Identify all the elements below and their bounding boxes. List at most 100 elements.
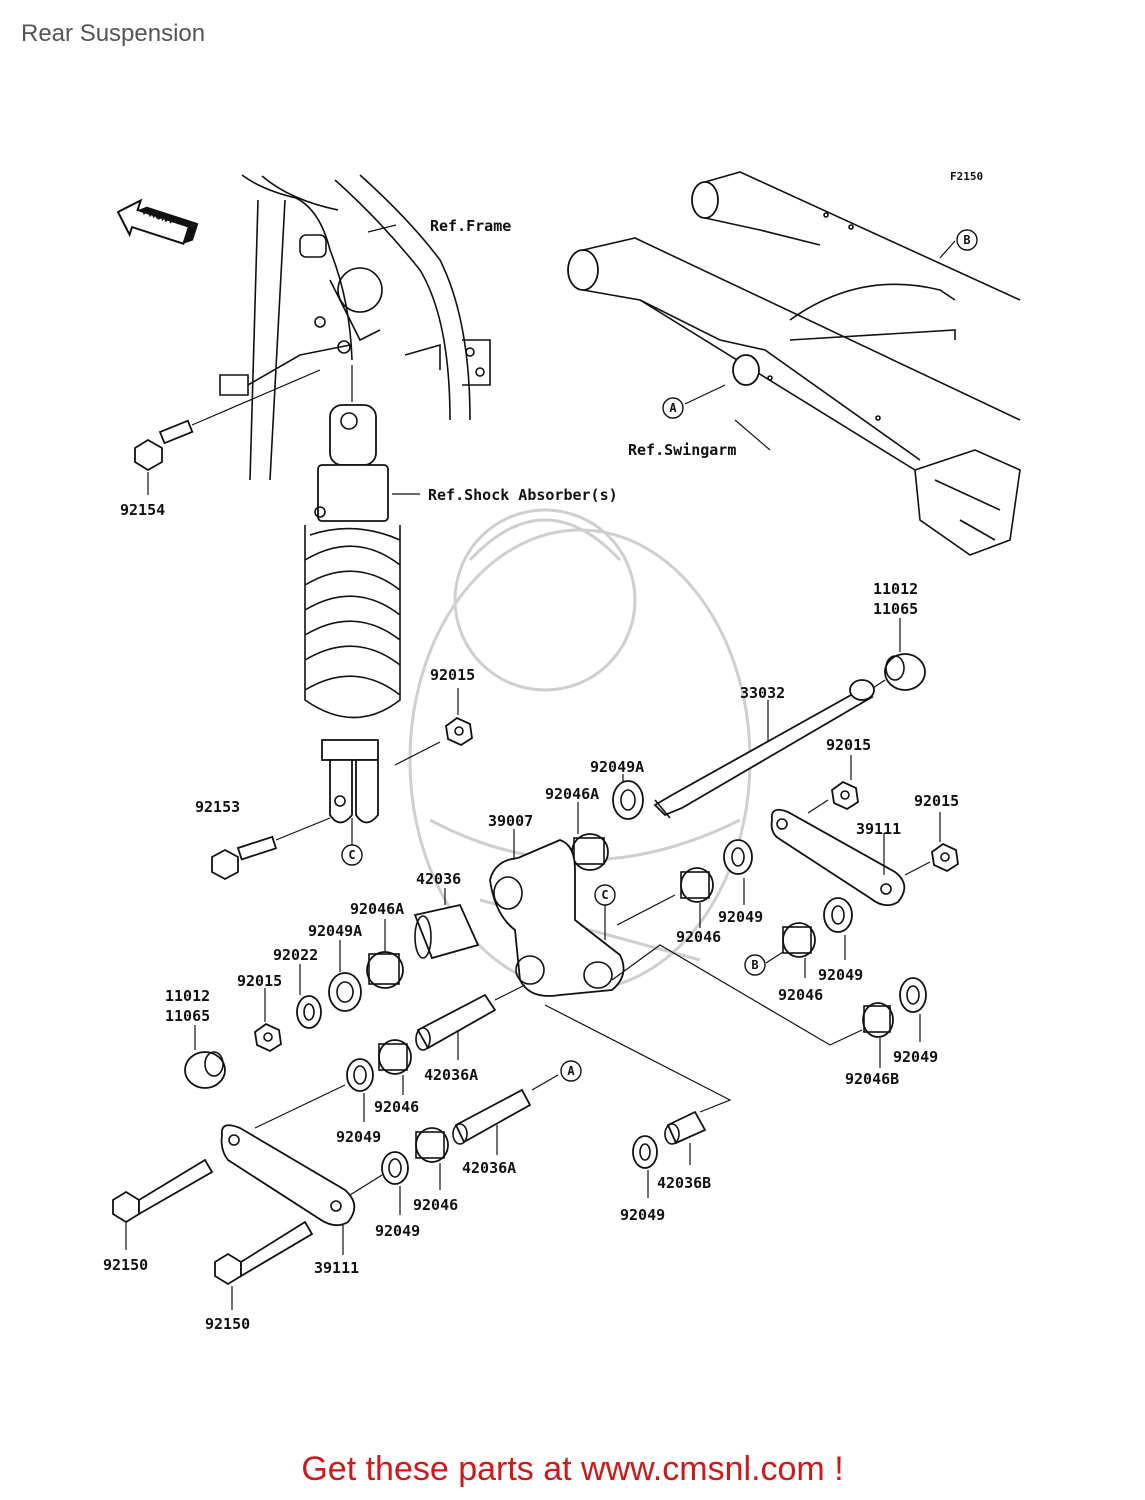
part-39111-upper: 39111 — [856, 820, 901, 838]
bolt-92154-leader — [191, 369, 321, 426]
bearing-92046A-left — [366, 951, 404, 989]
rocker-to-42036B-leader — [544, 1004, 732, 1113]
part-11065-left: 11065 — [165, 1007, 210, 1025]
part-11065-upper: 11065 — [873, 600, 918, 618]
part-92015-right-1: 92015 — [826, 736, 871, 754]
cap-11012-upper — [884, 653, 926, 691]
marker-b-lower-circle — [744, 954, 766, 976]
marker-b-label: B — [963, 233, 970, 247]
part-92015-upper: 92015 — [430, 666, 475, 684]
part-92150-upper: 92150 — [103, 1256, 148, 1274]
marker-a-lower-circle — [560, 1060, 582, 1082]
washer-92049-mid-right — [723, 839, 753, 875]
part-92049A-upper: 92049A — [590, 758, 644, 776]
washer-92049A-left — [328, 972, 362, 1012]
nut-92015-right-1 — [831, 780, 859, 811]
part-92022: 92022 — [273, 946, 318, 964]
part-92046-lower-left: 92046 — [374, 1098, 419, 1116]
part-92154: 92154 — [120, 501, 165, 519]
washer-92049-lower-center-leader — [349, 1174, 383, 1196]
shock-absorber-drawing — [304, 404, 401, 824]
bolt-92153-leader — [275, 817, 331, 841]
bolt-92150-upper — [112, 1158, 214, 1224]
part-92049-bottom-right: 92049 — [620, 1206, 665, 1224]
part-42036B: 42036B — [657, 1174, 711, 1192]
frame-drawing — [219, 174, 491, 481]
part-39111-lower: 39111 — [314, 1259, 359, 1277]
part-11012-upper: 11012 — [873, 580, 918, 598]
ref-swingarm-label: Ref.Swingarm — [628, 441, 736, 459]
part-92049-right: 92049 — [818, 966, 863, 984]
link-plate-39111-upper — [770, 808, 906, 907]
washer-92022 — [296, 995, 322, 1029]
page-title: Rear Suspension — [21, 20, 206, 47]
part-92046-mid-right: 92046 — [676, 928, 721, 946]
part-92046-lower-center: 92046 — [413, 1196, 458, 1214]
part-92049-lower-center: 92049 — [375, 1222, 420, 1240]
washer-92049-right — [823, 897, 853, 933]
link-plate-39111-lower — [220, 1124, 356, 1227]
ref-swingarm-leader — [734, 419, 771, 451]
washer-92049-lower-left — [346, 1058, 374, 1092]
part-92049A-left: 92049A — [308, 922, 362, 940]
nut-92015-upper-leader — [394, 741, 441, 766]
link-lower-to-washer-leader — [254, 1084, 346, 1129]
part-42036A-middle: 42036A — [424, 1066, 478, 1084]
nut-92015-upper — [445, 716, 473, 747]
bolt-92154 — [134, 419, 194, 472]
marker-b-leader — [939, 240, 956, 259]
ref-frame-label: Ref.Frame — [430, 217, 511, 235]
marker-c-shock-circle — [341, 844, 363, 866]
bearing-92046B — [862, 1002, 894, 1038]
marker-b-lower-label: B — [751, 958, 758, 972]
nut-92015-left — [254, 1022, 282, 1053]
part-39007: 39007 — [488, 812, 533, 830]
bearing-92046A-upper — [571, 833, 609, 871]
marker-a-leader — [684, 384, 726, 405]
nut-92015-right-2 — [931, 842, 959, 873]
sleeve-42036B — [664, 1110, 707, 1145]
sleeve-42036A-lower-leader — [531, 1074, 559, 1091]
cap-11012-left — [184, 1051, 226, 1089]
washer-92049A-upper — [612, 780, 644, 820]
bolt-92150-lower — [214, 1220, 314, 1286]
bearing-92046-mid-right — [680, 867, 714, 903]
sleeve-42036A-lower — [452, 1088, 532, 1145]
bearing-92046-lower-center — [415, 1127, 449, 1163]
part-92015-left: 92015 — [237, 972, 282, 990]
part-92049-far-right: 92049 — [893, 1048, 938, 1066]
nut-92015-right-2-leader — [904, 861, 931, 876]
sleeve-42036 — [413, 903, 480, 960]
figure-code: F2150 — [950, 170, 983, 183]
marker-c-shock-label: C — [348, 848, 355, 862]
marker-c-rocker-label: C — [601, 888, 608, 902]
marker-b-circle — [956, 229, 978, 251]
part-11012-left: 11012 — [165, 987, 210, 1005]
part-42036: 42036 — [416, 870, 461, 888]
swingarm-drawing — [567, 171, 1021, 556]
part-92150-lower: 92150 — [205, 1315, 250, 1333]
part-92046-right: 92046 — [778, 986, 823, 1004]
marker-a-circle — [662, 397, 684, 419]
ref-frame-leader — [367, 224, 397, 233]
part-92046A-upper: 92046A — [545, 785, 599, 803]
shaft-33032 — [653, 679, 875, 819]
washer-92049-far-right — [899, 977, 927, 1013]
bearing-92046-lower-left — [378, 1039, 412, 1075]
part-92015-right-2: 92015 — [914, 792, 959, 810]
part-42036A-lower: 42036A — [462, 1159, 516, 1177]
marker-c-rocker-circle — [594, 884, 616, 906]
marker-a-label: A — [669, 401, 677, 415]
marker-b-lower-leader — [765, 951, 784, 964]
bearing-92046-mid-right-leader — [616, 894, 676, 926]
promo-link[interactable]: Get these parts at www.cmsnl.com ! — [301, 1450, 844, 1488]
bearing-92046-right — [782, 922, 816, 958]
part-92049-mid-right: 92049 — [718, 908, 763, 926]
ref-shock-label: Ref.Shock Absorber(s) — [428, 486, 618, 504]
part-92049-lower-left: 92049 — [336, 1128, 381, 1146]
sleeve-42036A-middle — [415, 993, 497, 1051]
pivot-to-92046B-leader — [611, 944, 863, 1046]
front-arrow-icon — [116, 198, 199, 246]
nut-92015-right-1-leader — [807, 799, 829, 814]
